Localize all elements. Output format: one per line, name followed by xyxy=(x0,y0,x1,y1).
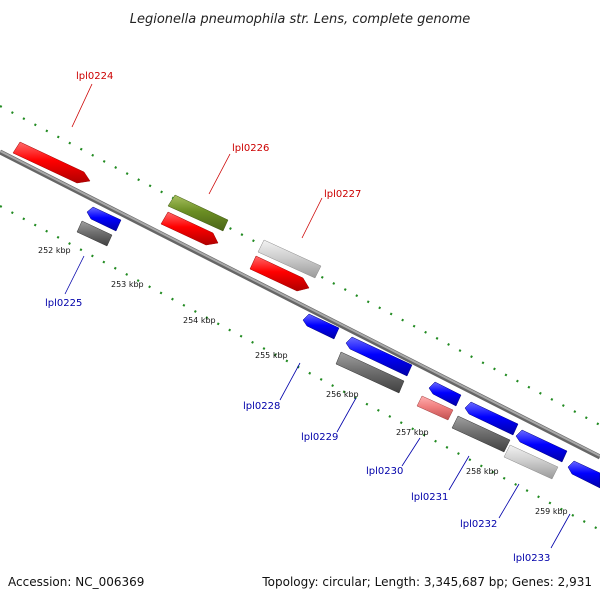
gene-label-group-lpl0231: lpl0231 xyxy=(411,455,470,503)
gene-feature-red-2[interactable] xyxy=(160,211,219,246)
inner-tick-track xyxy=(0,205,600,531)
gene-label[interactable]: lpl0224 xyxy=(76,71,113,82)
gene-label-group-lpl0230: lpl0230 xyxy=(366,437,421,477)
gene-feature-lpl0225[interactable] xyxy=(76,206,122,247)
gene-feature-lpl0229[interactable] xyxy=(335,336,413,394)
topology-text: Topology: circular; Length: 3,345,687 bp… xyxy=(261,575,592,589)
kbp-tick-label: 254 kbp xyxy=(183,316,216,325)
gene-feature-lpl0228[interactable] xyxy=(302,313,340,340)
gene-feature-lpl0231[interactable] xyxy=(451,401,519,453)
genome-backbone xyxy=(0,149,600,460)
gene-label[interactable]: lpl0229 xyxy=(301,432,338,443)
kbp-tick-label: 259 kbp xyxy=(535,507,568,516)
gene-label[interactable]: lpl0228 xyxy=(243,401,280,412)
gene-label[interactable]: lpl0225 xyxy=(45,298,82,309)
gene-feature-lpl0226[interactable] xyxy=(167,194,229,232)
gene-label[interactable]: lpl0232 xyxy=(460,519,497,530)
gene-label-group-lpl0226: lpl0226 xyxy=(208,143,269,195)
gene-feature-lpl0233[interactable] xyxy=(567,460,600,489)
kbp-tick-label: 256 kbp xyxy=(326,390,359,399)
gene-label[interactable]: lpl0231 xyxy=(411,492,448,503)
gene-feature-red-3[interactable] xyxy=(249,255,310,292)
gene-label[interactable]: lpl0226 xyxy=(232,143,269,154)
gene-feature-lpl0232[interactable] xyxy=(503,429,568,480)
kbp-tick-label: 255 kbp xyxy=(255,351,288,360)
gene-label-group-lpl0233: lpl0233 xyxy=(513,513,571,564)
gene-label-group-lpl0227: lpl0227 xyxy=(301,189,361,239)
gene-label[interactable]: lpl0227 xyxy=(324,189,361,200)
gene-label-group-lpl0229: lpl0229 xyxy=(301,397,357,443)
gene-label-group-lpl0224: lpl0224 xyxy=(71,71,113,128)
gene-feature-lpl0230[interactable] xyxy=(416,381,462,421)
kbp-tick-label: 258 kbp xyxy=(466,467,499,476)
gene-label-group-lpl0232: lpl0232 xyxy=(460,483,520,530)
gene-label-group-lpl0225: lpl0225 xyxy=(45,255,85,309)
kbp-tick-label: 257 kbp xyxy=(396,428,429,437)
gene-feature-lpl0224[interactable] xyxy=(12,141,91,184)
kbp-tick-label: 252 kbp xyxy=(38,246,71,255)
gene-label[interactable]: lpl0230 xyxy=(366,466,403,477)
kbp-tick-label: 253 kbp xyxy=(111,280,144,289)
gene-feature-lpl0227[interactable] xyxy=(257,239,322,279)
accession-text: Accession: NC_006369 xyxy=(8,575,144,589)
gene-label-group-lpl0228: lpl0228 xyxy=(243,362,301,412)
map-title: Legionella pneumophila str. Lens, comple… xyxy=(130,12,471,27)
gene-label[interactable]: lpl0233 xyxy=(513,553,550,564)
